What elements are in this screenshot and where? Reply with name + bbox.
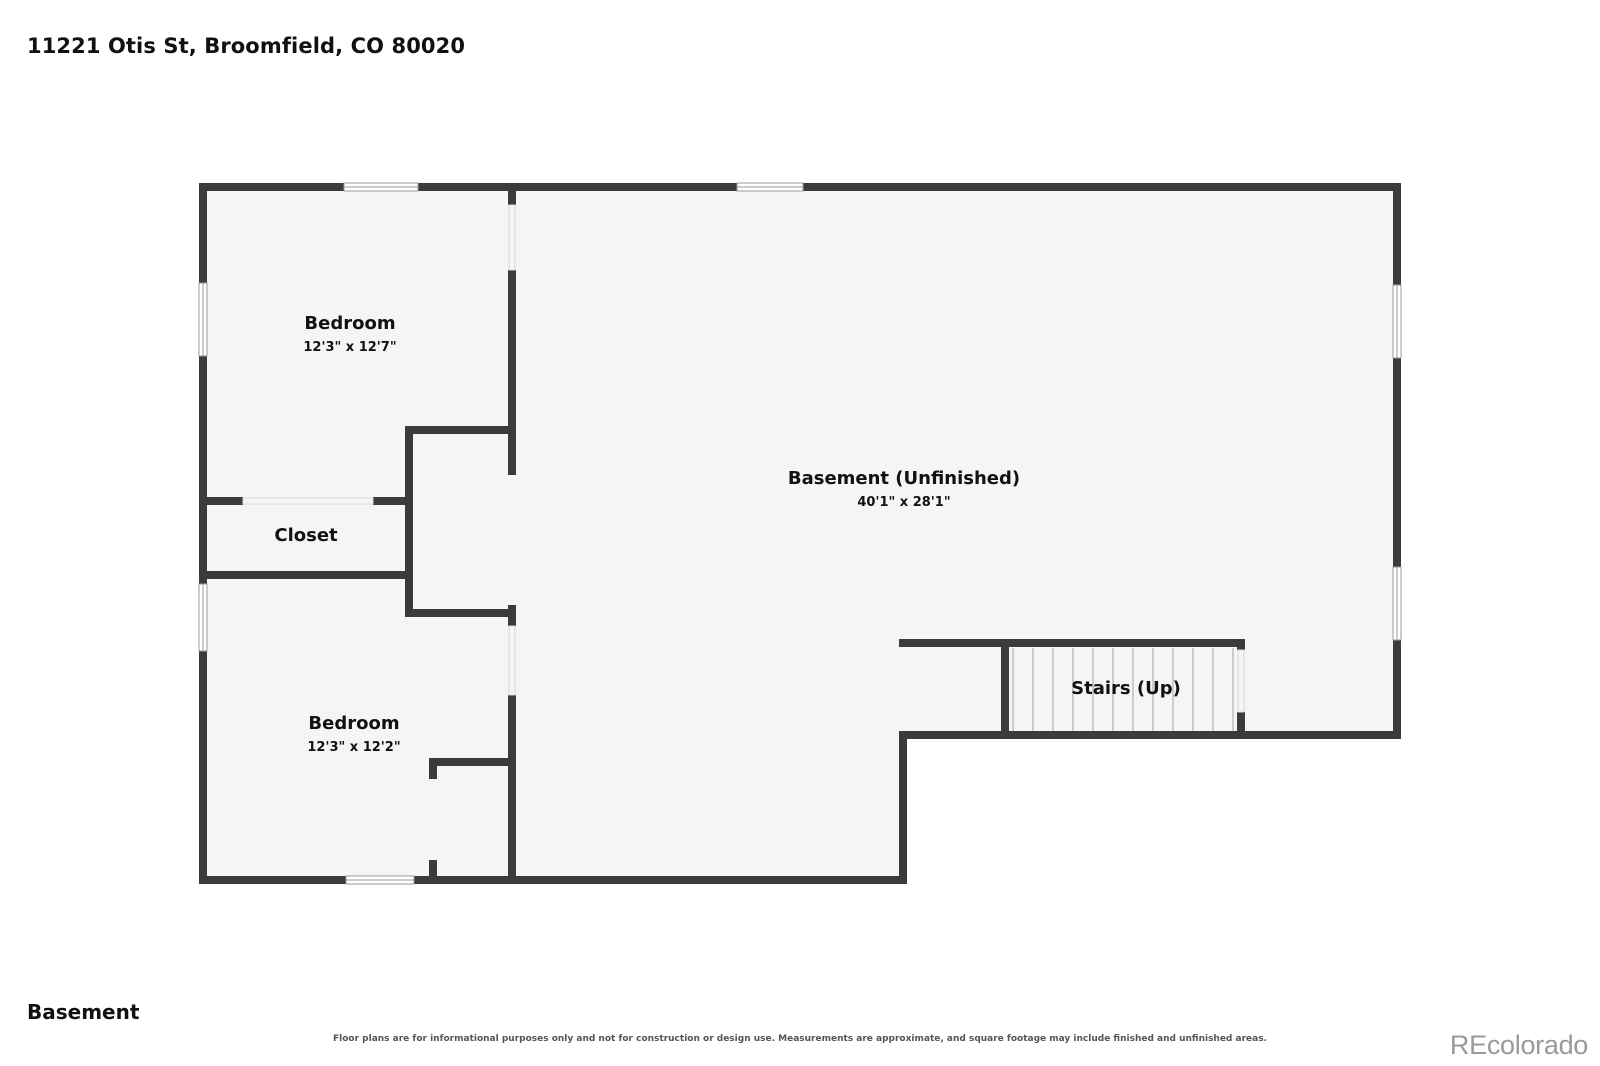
interior-walls: [203, 187, 1245, 880]
floor-area: [203, 188, 1397, 880]
door-openings: [242, 204, 1245, 713]
property-address: 11221 Otis St, Broomfield, CO 80020: [27, 34, 466, 58]
room-dims-basement: 40'1" x 28'1": [857, 495, 950, 510]
window-top-bedroom: [343, 182, 419, 192]
windows: [198, 182, 1402, 885]
stair-treads: [1012, 648, 1234, 731]
room-name-bedroom-lower: Bedroom: [308, 713, 399, 734]
window-top-basement: [736, 182, 804, 192]
room-name-bedroom-upper: Bedroom: [304, 313, 395, 334]
room-dims-bedroom-lower: 12'3" x 12'2": [307, 740, 400, 755]
room-name-basement: Basement (Unfinished): [788, 468, 1020, 489]
window-right-lower: [1392, 566, 1402, 641]
brand-watermark: REcolorado: [1449, 1030, 1588, 1060]
window-bottom-bedroom: [345, 875, 415, 885]
exterior-walls: [199, 183, 1401, 884]
floor-level-label: Basement: [27, 1000, 140, 1024]
window-left-lower: [198, 583, 208, 652]
room-dims-bedroom-upper: 12'3" x 12'7": [303, 340, 396, 355]
window-right-upper: [1392, 284, 1402, 359]
window-left-upper: [198, 282, 208, 357]
room-name-closet: Closet: [274, 525, 338, 546]
disclaimer-text: Floor plans are for informational purpos…: [333, 1034, 1267, 1044]
room-name-stairs: Stairs (Up): [1071, 678, 1181, 699]
